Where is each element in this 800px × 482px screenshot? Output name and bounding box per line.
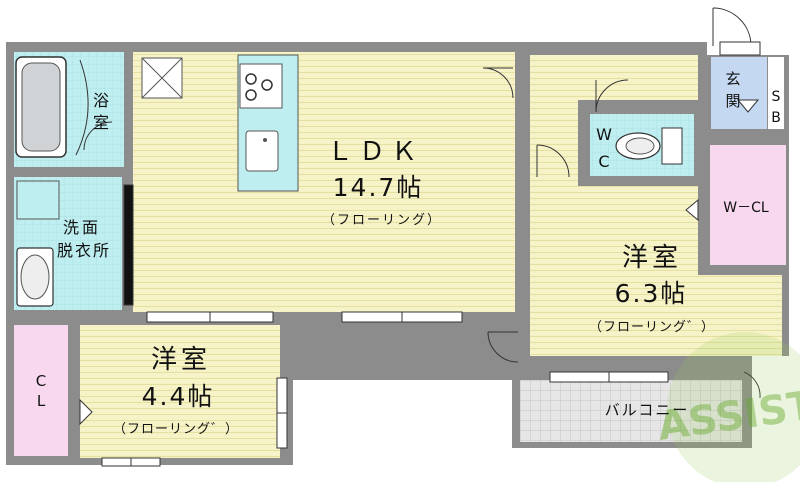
- balcony-floor: [520, 380, 742, 442]
- bath-label-2: 室: [93, 113, 109, 132]
- sb-label-1: S: [772, 89, 781, 105]
- western-6-size: 6.3帖: [615, 279, 688, 308]
- western-4-name: 洋室: [151, 345, 211, 375]
- closet-doors: [79, 99, 760, 426]
- sb-label-2: B: [771, 110, 781, 126]
- western-6-floor-label: （フローリング゛）: [589, 320, 715, 335]
- entrance-floor: [711, 57, 767, 129]
- washroom-label-2: 脱衣所: [57, 241, 111, 260]
- wcl-label: W－CL: [723, 200, 769, 216]
- windows: [101, 41, 761, 467]
- entrance-label-2: 関: [725, 92, 740, 110]
- balcony-label: バルコニー: [605, 401, 690, 419]
- toilet: [615, 127, 683, 165]
- cl-label-1: C: [36, 372, 46, 390]
- floors: [14, 52, 786, 458]
- bathtub: [15, 56, 89, 158]
- doors: [83, 7, 761, 399]
- kitchen-counter: [237, 54, 299, 192]
- ldk-name: ＬＤＫ: [327, 137, 423, 167]
- watermark: ASSIST: [655, 332, 800, 482]
- ldk-floor: [133, 52, 515, 312]
- western-6-floor-main: [530, 110, 578, 200]
- cl-label-2: L: [37, 392, 46, 410]
- ldk-size: 14.7帖: [333, 173, 424, 202]
- western-6-name: 洋室: [622, 243, 682, 273]
- wcl-floor: [710, 145, 786, 265]
- western-4-size: 4.4帖: [142, 382, 215, 411]
- cl-floor: [14, 325, 68, 456]
- wc-label-1: W: [596, 125, 612, 144]
- western-4-floor: [80, 325, 282, 458]
- ldk-floor: （フローリング）: [322, 213, 442, 228]
- labels: ＬＤＫ 14.7帖 （フローリング） 洋室 6.3帖 （フローリング゛） 洋室 …: [36, 70, 781, 437]
- sb-floor: [768, 57, 784, 129]
- fridge-space: [141, 57, 183, 99]
- entrance-label-1: 玄: [725, 70, 740, 88]
- washroom-label-1: 洗面: [63, 218, 101, 237]
- wc-label-2: C: [598, 152, 609, 171]
- western-4-floor-label: （フローリング゛）: [113, 422, 239, 437]
- washroom-fixtures: [16, 180, 60, 307]
- bath-label-1: 浴: [93, 91, 109, 110]
